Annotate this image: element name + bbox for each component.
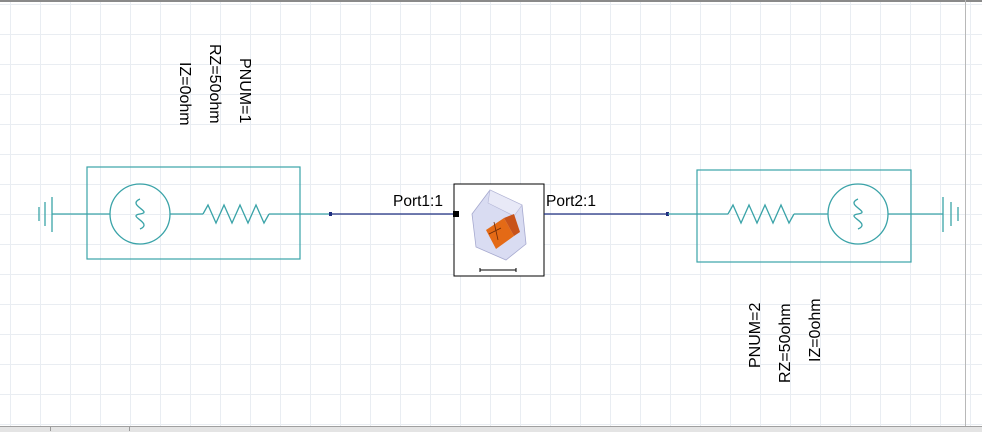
port1-pnum-label: PNUM=1	[236, 58, 253, 124]
port1-resistor-icon	[170, 203, 300, 225]
port2-component[interactable]	[668, 169, 959, 263]
port1-pin-marker	[453, 211, 459, 217]
port1-ground-icon	[38, 197, 110, 232]
em-component[interactable]	[453, 183, 545, 277]
port1-ac-source-icon	[109, 183, 171, 245]
port2-rz-label: RZ=50ohm	[777, 303, 794, 383]
port2-box	[696, 169, 912, 263]
port1-box	[86, 166, 301, 260]
port2-resistor-icon	[697, 203, 828, 225]
horizontal-scrollbar[interactable]	[0, 426, 982, 432]
port2-pnum-label: PNUM=2	[747, 302, 764, 368]
port1-pin-label: Port1:1	[393, 193, 443, 210]
canvas-right-border	[965, 0, 966, 431]
port1-component[interactable]	[38, 166, 330, 260]
port1-iz-label: IZ=0ohm	[176, 62, 193, 126]
port2-ground-icon	[888, 197, 959, 232]
port2-pin-label: Port2:1	[546, 193, 596, 210]
port2-iz-label: IZ=0ohm	[807, 298, 824, 362]
port2-ac-source-icon	[827, 183, 889, 245]
em-model-icon	[471, 189, 527, 272]
scrollbar-thumb[interactable]	[50, 427, 130, 431]
canvas-top-border	[0, 0, 982, 2]
port1-rz-label: RZ=50ohm	[206, 44, 223, 124]
